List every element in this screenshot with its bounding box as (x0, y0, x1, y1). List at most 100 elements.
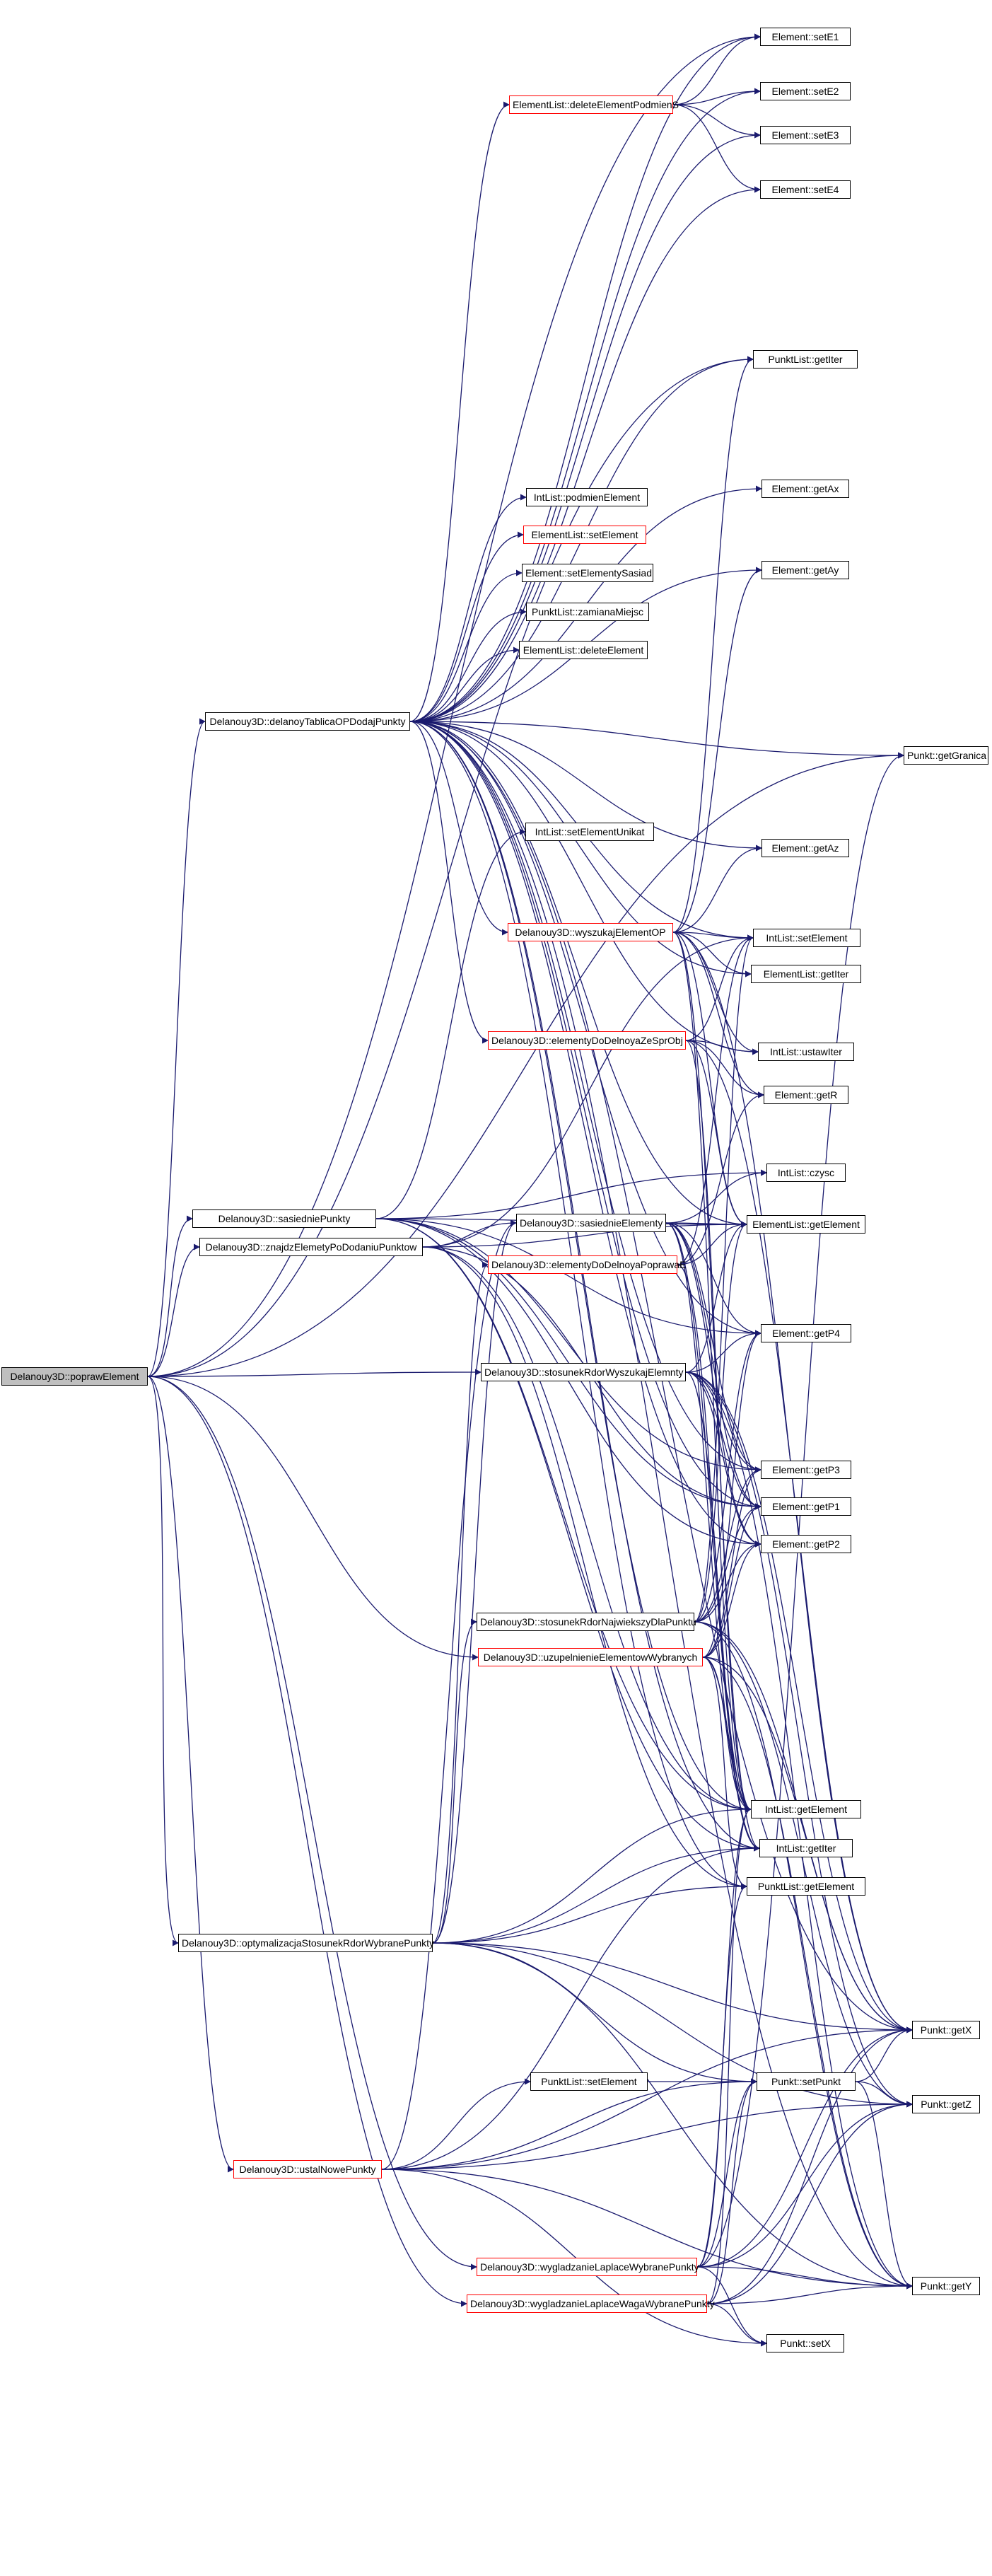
edge-wyszukajElementOP-to-getAz (672, 845, 762, 933)
node-PL_getElement[interactable]: PunktList::getElement (747, 1877, 865, 1896)
edge-uzupelnienieElementowWybranych-to-getP2 (702, 1541, 761, 1658)
node-setElementySasiad[interactable]: Element::setElementySasiad (522, 564, 653, 582)
node-setX[interactable]: Punkt::setX (766, 2334, 844, 2352)
node-deleteElementPodmienS[interactable]: ElementList::deleteElementPodmienS (509, 95, 679, 114)
node-IL_getIter[interactable]: IntList::getIter (759, 1839, 853, 1857)
edge-sasiedniePunkty-to-getP1 (375, 1218, 761, 1510)
edge-delanoyTablicaOPDodajPunkty-to-deleteElementPodmienS (409, 101, 510, 722)
edge-stosunekRdorNajwiekszyDlaPunktu-to-getP1 (694, 1503, 761, 1623)
edge-delanoyTablicaOPDodajPunkty-to-getP1 (409, 721, 761, 1510)
node-wygladzanieLaplaceWybranePunkty[interactable]: Delanouy3D::wygladzanieLaplaceWybranePun… (477, 2258, 699, 2276)
edge-delanoyTablicaOPDodajPunkty-to-getGranica (409, 721, 904, 759)
node-znajdzElemetyPoDodaniuPunktow[interactable]: Delanouy3D::znajdzElemetyPoDodaniuPunkto… (199, 1238, 423, 1256)
node-getGranica[interactable]: Punkt::getGranica (904, 746, 988, 765)
edge-sasiedniePunkty-to-IL_getIter (375, 1218, 760, 1852)
node-sasiedniePunkty[interactable]: Delanouy3D::sasiedniePunkty (192, 1209, 376, 1228)
node-deleteElement[interactable]: ElementList::deleteElement (519, 641, 648, 659)
node-IL_getElement[interactable]: IntList::getElement (751, 1800, 861, 1818)
edge-poprawElement-to-optymalizacjaStosunekRdorWybranePunkty (147, 1376, 179, 1946)
edge-delanoyTablicaOPDodajPunkty-to-IL_getIter (409, 721, 760, 1852)
node-setE3[interactable]: Element::setE3 (760, 126, 851, 144)
edge-optymalizacjaStosunekRdorWybranePunkty-to-IL_getElement (432, 1806, 752, 1944)
node-stosunekRdorWyszukajElemnty[interactable]: Delanouy3D::stosunekRdorWyszukajElemnty (481, 1363, 686, 1381)
node-uzupelnienieElementowWybranych[interactable]: Delanouy3D::uzupelnienieElementowWybrany… (478, 1648, 703, 1666)
edge-elementyDoDelnoyaZeSprObj-to-getR (685, 1040, 764, 1098)
edge-sasiedniePunkty-to-IL_getElement (375, 1218, 752, 1813)
node-getR[interactable]: Element::getR (764, 1086, 848, 1104)
node-setE2[interactable]: Element::setE2 (760, 82, 851, 100)
node-setPunkt[interactable]: Punkt::setPunkt (757, 2072, 856, 2091)
edge-znajdzElemetyPoDodaniuPunktow-to-PL_getElement (422, 1246, 747, 1890)
edge-sasiedniePunkty-to-getP4 (375, 1218, 761, 1337)
node-elementyDoDelnoyaZeSprObj[interactable]: Delanouy3D::elementyDoDelnoyaZeSprObj (488, 1031, 686, 1050)
edge-wyszukajElementOP-to-ustawIter (672, 932, 759, 1055)
node-PL_getIter[interactable]: PunktList::getIter (753, 350, 858, 369)
node-EL_setElement[interactable]: ElementList::setElement (523, 526, 646, 544)
edge-delanoyTablicaOPDodajPunkty-to-getY (409, 721, 913, 2290)
edge-wyszukajElementOP-to-IL_setElement (672, 932, 754, 941)
edge-ustalNowePunkty-to-setX (381, 2169, 767, 2347)
edge-setPunkt-to-getX (855, 2026, 913, 2082)
edge-wygladzanieLaplaceWybranePunkty-to-getX (696, 2026, 913, 2268)
edge-wygladzanieLaplaceWagaWybranePunkty-to-getY (706, 2282, 913, 2304)
node-getX[interactable]: Punkt::getX (912, 2021, 980, 2039)
node-ustawIter[interactable]: IntList::ustawIter (758, 1043, 854, 1061)
edge-stosunekRdorNajwiekszyDlaPunktu-to-getP4 (694, 1330, 761, 1623)
edge-delanoyTablicaOPDodajPunkty-to-getP3 (409, 721, 761, 1473)
edge-stosunekRdorWyszukajElemnty-to-IL_getElement (685, 1371, 752, 1813)
node-getP4[interactable]: Element::getP4 (761, 1324, 851, 1342)
edge-stosunekRdorWyszukajElemnty-to-getZ (685, 1371, 913, 2108)
node-delanoyTablicaOPDodajPunkty[interactable]: Delanouy3D::delanoyTablicaOPDodajPunkty (205, 712, 410, 731)
edge-poprawElement-to-stosunekRdorWyszukajElemnty (147, 1369, 482, 1377)
edge-elementyDoDelnoyaPoprawaE-to-getR (677, 1091, 764, 1265)
edge-poprawElement-to-sasiedniePunkty (147, 1215, 193, 1377)
node-EL_getElement[interactable]: ElementList::getElement (747, 1215, 865, 1234)
node-getP3[interactable]: Element::getP3 (761, 1461, 851, 1479)
edge-delanoyTablicaOPDodajPunkty-to-getP4 (409, 721, 761, 1337)
node-IL_setElement[interactable]: IntList::setElement (753, 929, 860, 947)
node-zamianaMiejsc[interactable]: PunktList::zamianaMiejsc (526, 603, 649, 621)
edge-poprawElement-to-wygladzanieLaplaceWagaWybranePunkty (147, 1376, 467, 2307)
node-czysc[interactable]: IntList::czysc (766, 1164, 846, 1182)
node-getY[interactable]: Punkt::getY (912, 2277, 980, 2295)
node-setElementUnikat[interactable]: IntList::setElementUnikat (525, 823, 654, 841)
node-stosunekRdorNajwiekszyDlaPunktu[interactable]: Delanouy3D::stosunekRdorNajwiekszyDlaPun… (477, 1613, 696, 1631)
node-optymalizacjaStosunekRdorWybranePunkty[interactable]: Delanouy3D::optymalizacjaStosunekRdorWyb… (178, 1934, 434, 1952)
edge-delanoyTablicaOPDodajPunkty-to-elementyDoDelnoyaZeSprObj (409, 721, 489, 1044)
edge-poprawElement-to-PL_getIter (147, 356, 754, 1377)
edge-elementyDoDelnoyaPoprawaE-to-EL_getElement (677, 1221, 747, 1265)
node-poprawElement[interactable]: Delanouy3D::poprawElement (1, 1367, 148, 1386)
node-elementyDoDelnoyaPoprawaE[interactable]: Delanouy3D::elementyDoDelnoyaPoprawaE (488, 1255, 687, 1274)
edge-stosunekRdorNajwiekszyDlaPunktu-to-IL_setElement (694, 934, 754, 1623)
edge-deleteElementPodmienS-to-setE2 (672, 88, 761, 105)
node-ustalNowePunkty[interactable]: Delanouy3D::ustalNowePunkty (233, 2160, 382, 2178)
node-getAx[interactable]: Element::getAx (761, 480, 849, 498)
edge-wygladzanieLaplaceWagaWybranePunkty-to-setX (706, 2303, 767, 2347)
node-wygladzanieLaplaceWagaWybranePunkty[interactable]: Delanouy3D::wygladzanieLaplaceWagaWybran… (467, 2294, 715, 2313)
node-podmienElement[interactable]: IntList::podmienElement (526, 488, 648, 506)
node-setE1[interactable]: Element::setE1 (760, 28, 851, 46)
edge-elementyDoDelnoyaZeSprObj-to-IL_getElement (685, 1040, 752, 1813)
edge-sasiednieElementy-to-getP4 (665, 1222, 761, 1337)
node-getAy[interactable]: Element::getAy (761, 561, 849, 579)
edge-stosunekRdorWyszukajElemnty-to-EL_getElement (685, 1221, 747, 1373)
edge-ustalNowePunkty-to-IL_getIter (381, 1845, 760, 2170)
edge-sasiedniePunkty-to-setElementUnikat (375, 828, 526, 1219)
node-getP2[interactable]: Element::getP2 (761, 1535, 851, 1553)
node-getP1[interactable]: Element::getP1 (761, 1497, 851, 1516)
edge-elementyDoDelnoyaPoprawaE-to-IL_setElement (677, 934, 754, 1265)
edge-sasiednieElementy-to-czysc (665, 1169, 767, 1224)
node-getAz[interactable]: Element::getAz (761, 839, 849, 857)
node-wyszukajElementOP[interactable]: Delanouy3D::wyszukajElementOP (508, 923, 673, 941)
edge-poprawElement-to-getGranica (147, 752, 904, 1377)
node-setE4[interactable]: Element::setE4 (760, 180, 851, 199)
edge-wygladzanieLaplaceWagaWybranePunkty-to-getZ (706, 2101, 913, 2304)
node-getZ[interactable]: Punkt::getZ (912, 2095, 980, 2113)
node-sasiednieElementy[interactable]: Delanouy3D::sasiednieElementy (516, 1214, 666, 1232)
edge-delanoyTablicaOPDodajPunkty-to-setE2 (409, 88, 761, 722)
node-PL_setElement[interactable]: PunktList::setElement (530, 2072, 648, 2091)
edge-stosunekRdorWyszukajElemnty-to-getX (685, 1371, 913, 2033)
node-EL_getIter[interactable]: ElementList::getIter (751, 965, 861, 983)
edge-uzupelnienieElementowWybranych-to-getP3 (702, 1466, 761, 1658)
